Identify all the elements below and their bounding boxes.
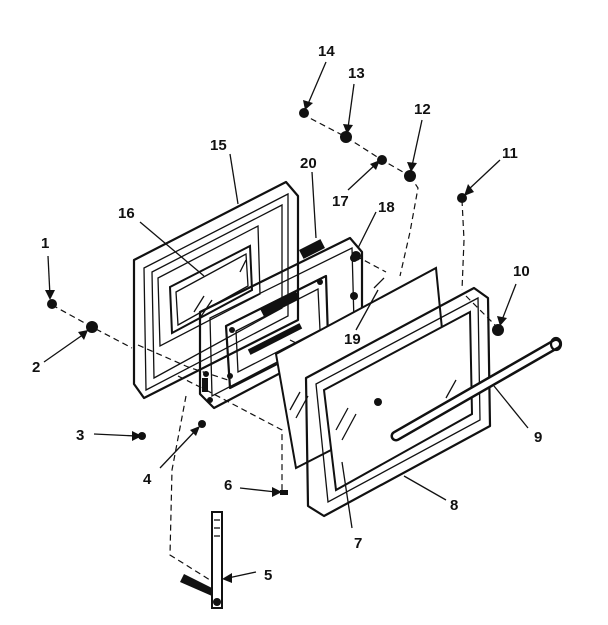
screw-14 (299, 108, 309, 118)
label-part-9: 9 (534, 429, 542, 446)
door-hinge (180, 511, 223, 609)
front-door-frame (304, 286, 492, 518)
label-part-2: 2 (32, 359, 40, 376)
label-part-12: 12 (414, 101, 431, 118)
label-part-11: 11 (502, 145, 518, 162)
label-part-7: 7 (354, 535, 362, 552)
leader-lines (43, 61, 529, 583)
door-handle (390, 336, 563, 442)
nut-18 (351, 251, 361, 261)
label-part-4: 4 (143, 471, 152, 488)
label-part-19: 19 (344, 331, 361, 348)
nut-2 (86, 321, 98, 333)
label-part-3: 3 (76, 427, 84, 444)
label-part-20: 20 (300, 155, 317, 172)
label-part-6: 6 (224, 477, 232, 494)
label-part-8: 8 (450, 497, 458, 514)
label-part-5: 5 (264, 567, 272, 584)
outer-panel-glass (168, 244, 254, 335)
clip-6 (280, 490, 288, 495)
fasteners (47, 108, 504, 495)
nut-12 (404, 170, 416, 182)
part-number-labels: 1 2 3 4 5 6 7 8 9 10 11 12 13 14 15 16 1… (32, 43, 542, 584)
nut-10 (492, 324, 504, 336)
label-part-10: 10 (513, 263, 530, 280)
screw-1 (47, 299, 57, 309)
label-part-17: 17 (332, 193, 349, 210)
label-part-13: 13 (348, 65, 365, 82)
washer-17 (377, 155, 387, 165)
label-part-15: 15 (210, 137, 227, 154)
pin-19 (373, 277, 385, 289)
label-part-16: 16 (118, 205, 135, 222)
nut-13 (340, 131, 352, 143)
label-part-14: 14 (318, 43, 335, 60)
screw-center (374, 398, 382, 406)
label-part-18: 18 (378, 199, 395, 216)
label-part-1: 1 (41, 235, 49, 252)
